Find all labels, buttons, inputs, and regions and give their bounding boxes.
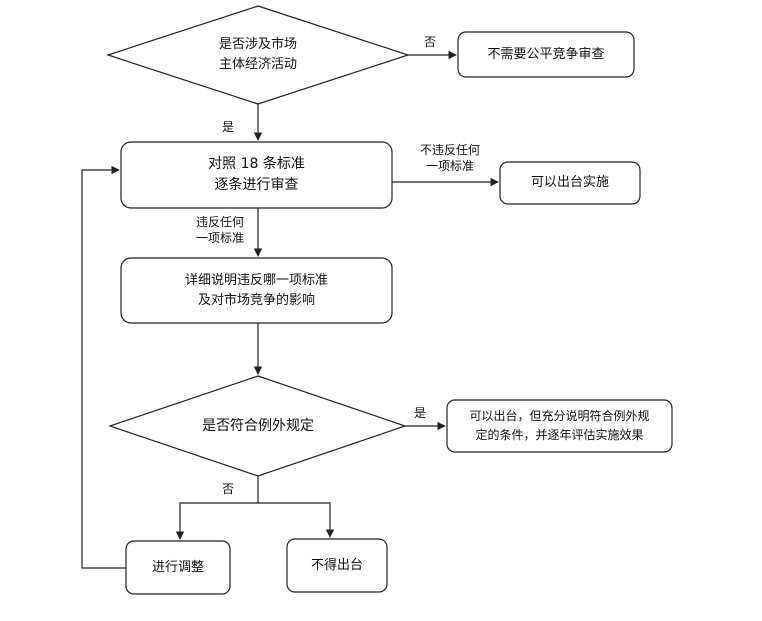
exception-yes-text: 可以出台，但充分说明符合例外规 定的条件，并逐年评估实施效果	[447, 400, 672, 452]
exception-yes-label: 是	[414, 406, 427, 420]
violation-label: 违反任何 一项标准	[186, 214, 254, 246]
no-review-text: 不需要公平竞争审查	[458, 32, 634, 77]
explain-line2: 及对市场竞争的影响	[197, 292, 315, 308]
review-18-line1: 对照 18 条标准	[208, 156, 305, 172]
exception-yes-box	[446, 399, 673, 453]
exception-decision-label: 是否符合例外规定	[202, 418, 314, 434]
no-violation-line2: 一项标准	[425, 159, 474, 173]
explain-line1: 详细说明违反哪一项标准	[184, 272, 328, 288]
no-violation-line1: 不违反任何	[419, 143, 480, 157]
review-18-text: 对照 18 条标准 逐条进行审查	[121, 142, 392, 208]
violation-line2: 一项标准	[195, 231, 244, 245]
explain-box	[120, 257, 393, 324]
edge-branch-adjust	[175, 502, 258, 540]
exception-no-label: 否	[222, 482, 235, 496]
no-review-label: 不需要公平竞争审查	[487, 46, 605, 62]
can-implement-text: 可以出台实施	[500, 162, 640, 204]
market-decision-line2: 主体经济活动	[218, 57, 297, 72]
not-issue-box	[286, 538, 388, 593]
edge-adjust-loop	[81, 165, 126, 569]
no-review-box	[457, 31, 635, 78]
edge-branch-not-issue	[258, 502, 335, 538]
review-18-box	[120, 141, 393, 209]
adjust-text: 进行调整	[126, 541, 230, 594]
not-issue-text: 不得出台	[287, 539, 387, 592]
explain-text: 详细说明违反哪一项标准 及对市场竞争的影响	[121, 258, 392, 323]
exception-yes-line1: 可以出台，但充分说明符合例外规	[469, 409, 650, 423]
can-implement-label: 可以出台实施	[530, 175, 609, 190]
violation-line1: 违反任何	[195, 215, 244, 229]
exception-decision-text: 是否符合例外规定	[160, 410, 356, 442]
exception-yes-line2: 定的条件，并逐年评估实施效果	[475, 428, 644, 442]
market-decision-line1: 是否涉及市场	[218, 37, 297, 52]
market-yes-label: 是	[222, 120, 235, 134]
can-implement-box	[499, 161, 641, 205]
market-no-label: 否	[424, 35, 437, 49]
no-violation-label: 不违反任何 一项标准	[410, 142, 490, 174]
not-issue-label: 不得出台	[310, 557, 363, 573]
adjust-label: 进行调整	[151, 559, 204, 575]
review-18-line2: 逐条进行审查	[214, 177, 299, 193]
market-decision-text: 是否涉及市场 主体经济活动	[158, 30, 358, 80]
